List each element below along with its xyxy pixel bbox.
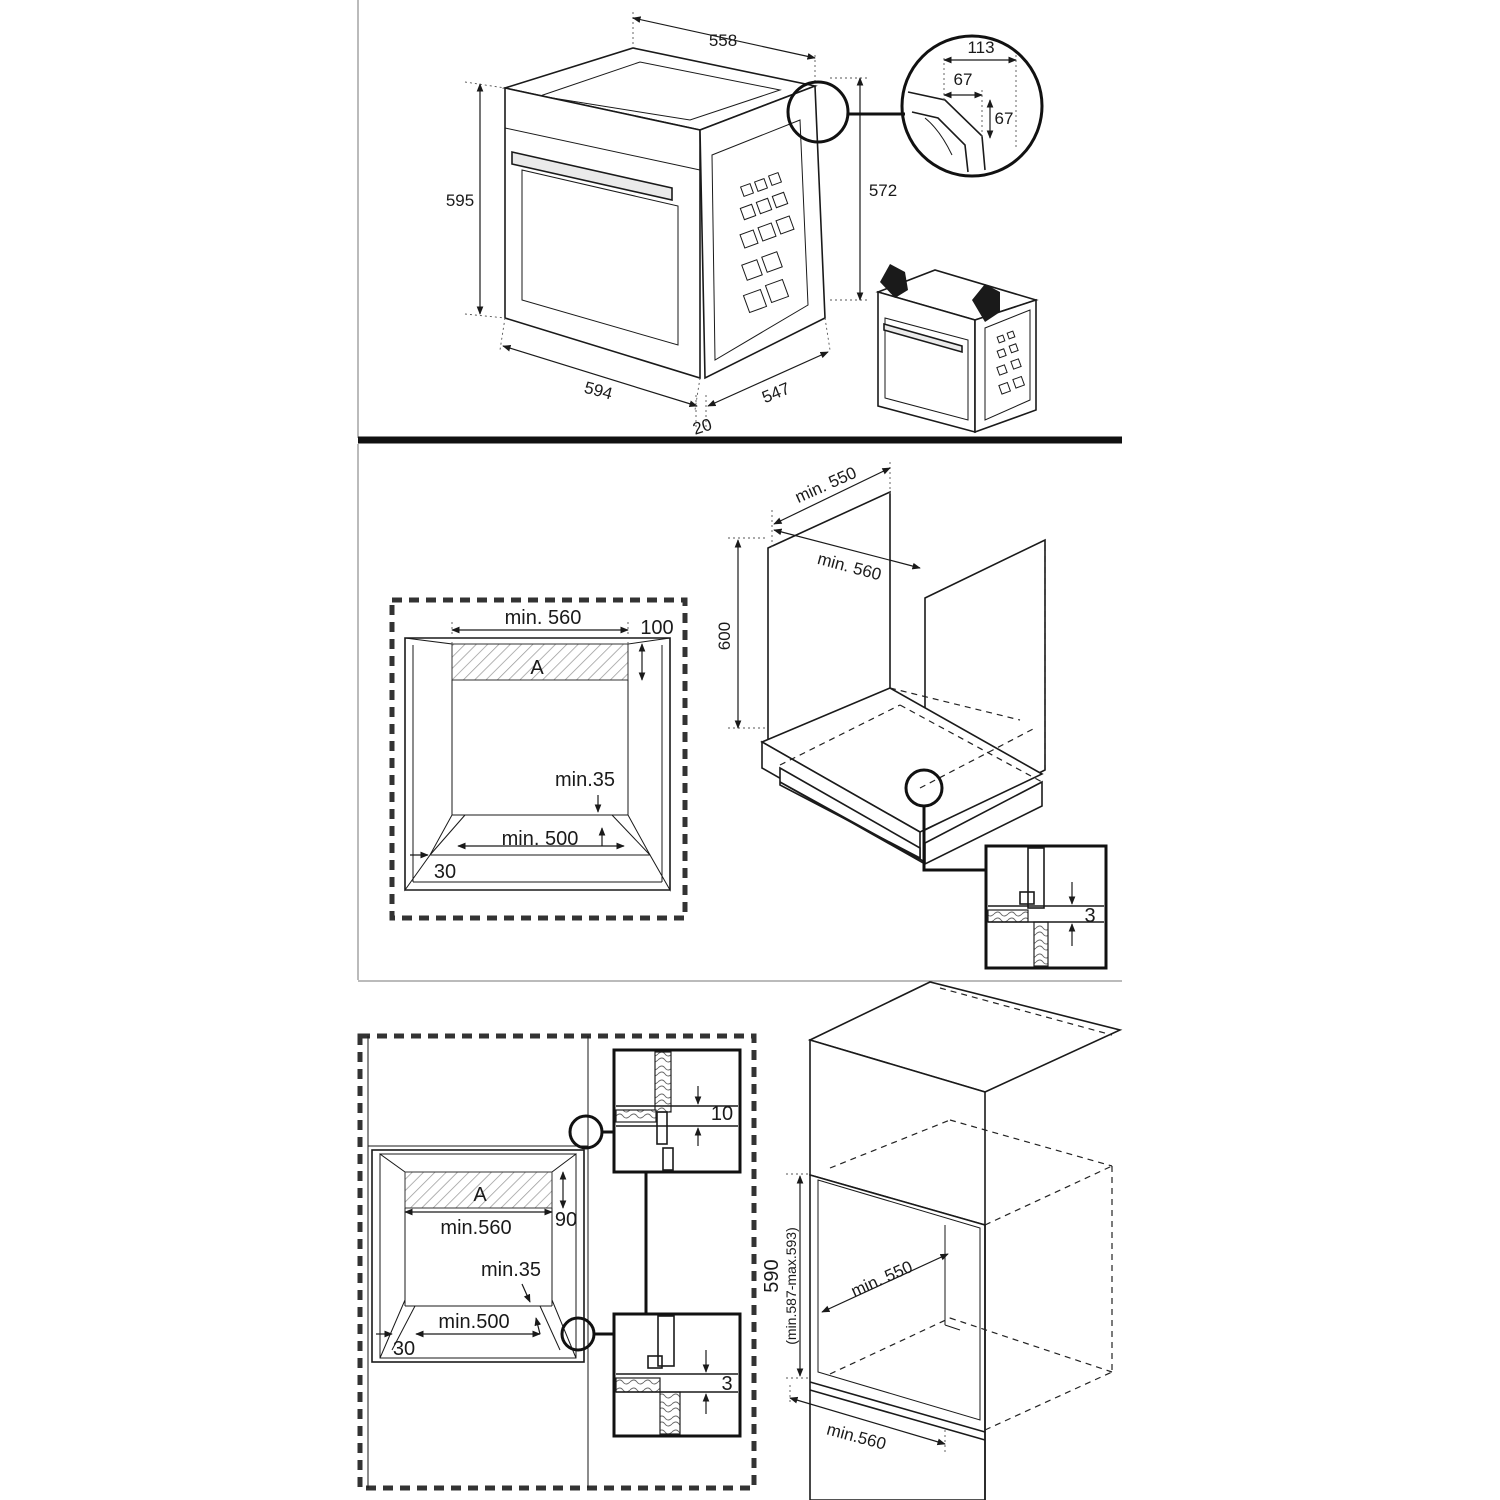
oven-handling-illustration xyxy=(875,264,1039,434)
dim-min560-column: min.560 xyxy=(440,1217,511,1239)
dim-min-550: min. 550 xyxy=(792,463,859,507)
dim-min-560: min. 560 xyxy=(505,607,582,629)
dim-113: 113 xyxy=(967,38,994,57)
dim-90: 90 xyxy=(555,1209,577,1231)
dim-min-500: min. 500 xyxy=(502,828,579,850)
dim-3-floor: 3 xyxy=(1084,905,1095,927)
lower-detail-marker xyxy=(560,1316,596,1352)
dim-67-vertical: 67 xyxy=(995,109,1014,128)
dim-min35-column: min.35 xyxy=(481,1259,541,1281)
dim-572: 572 xyxy=(869,181,897,200)
under-counter-section: A min. 560 100 min.35 min. 500 30 xyxy=(389,462,1108,970)
hand-left-icon xyxy=(880,264,908,298)
upper-detail-marker xyxy=(568,1114,604,1150)
dim-595: 595 xyxy=(446,191,474,210)
under-counter-front-view: A min. 560 100 min.35 min. 500 30 xyxy=(389,597,688,921)
dim-min-35: min.35 xyxy=(555,769,615,791)
dim-100: 100 xyxy=(640,617,673,639)
column-front-view: A 90 min.560 min.35 min.500 30 xyxy=(357,1033,757,1491)
floor-detail-zoom: 3 xyxy=(984,844,1108,970)
dim-3-lower: 3 xyxy=(721,1373,732,1395)
dim-547: 547 xyxy=(759,379,792,407)
hand-right-icon xyxy=(972,284,1000,322)
dim-590-range: (min.587-max.593) xyxy=(783,1227,799,1345)
dim-min500-column: min.500 xyxy=(438,1311,509,1333)
oven-body xyxy=(501,47,826,380)
column-area-a-label: A xyxy=(473,1184,487,1206)
dim-30: 30 xyxy=(434,861,456,883)
dim-30-column: 30 xyxy=(393,1338,415,1360)
dim-20: 20 xyxy=(690,415,714,439)
area-a-label: A xyxy=(530,657,544,679)
dim-10: 10 xyxy=(711,1103,733,1125)
upper-detail-zoom: 10 xyxy=(612,1048,742,1174)
lower-detail-zoom: 3 xyxy=(612,1312,742,1438)
dim-594: 594 xyxy=(582,378,614,404)
dim-67-horizontal: 67 xyxy=(954,70,973,89)
dim-558: 558 xyxy=(709,31,737,50)
dim-600: 600 xyxy=(715,622,734,650)
corner-detail-marker xyxy=(786,80,850,144)
dim-590: 590 xyxy=(761,1259,783,1292)
under-counter-cabinet-3d: min. 550 min. 560 600 xyxy=(715,462,1046,872)
column-cabinet-3d: min. 550 590 (min.587-max.593) min.560 xyxy=(761,981,1123,1500)
oven-dimensions-section: 558 595 572 594 547 20 xyxy=(446,12,1044,439)
corner-detail-zoom: 113 67 67 xyxy=(900,34,1044,178)
column-section: A 90 min.560 min.35 min.500 30 xyxy=(357,981,1123,1500)
